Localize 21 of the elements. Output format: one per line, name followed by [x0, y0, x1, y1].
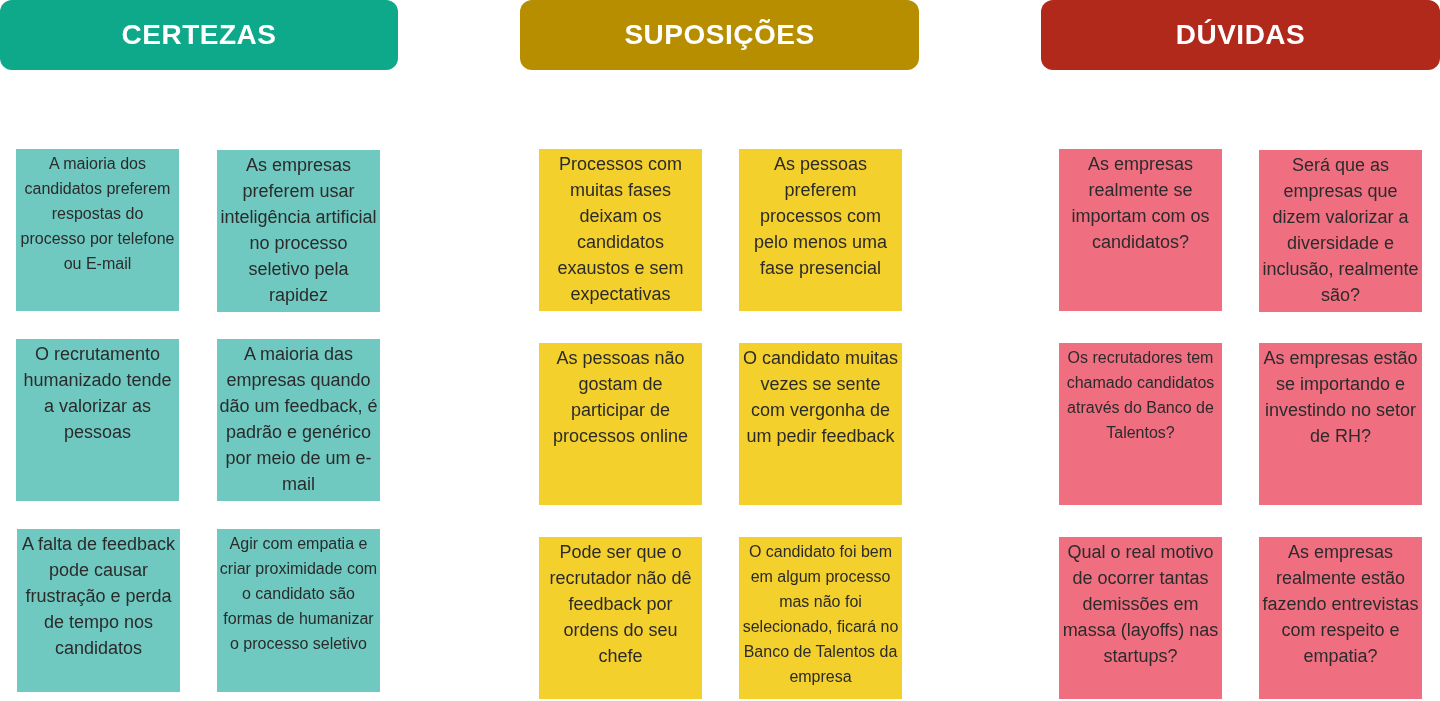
- sticky-note: A maioria dos candidatos preferem respostas do processo por telefone ou E-mail: [16, 149, 179, 311]
- sticky-note: As empresas realmente se importam com os candidatos?: [1059, 149, 1222, 311]
- sticky-note: As pessoas preferem processos com pelo menos uma fase presencial: [739, 149, 902, 311]
- sticky-note: As pessoas não gostam de participar de processos online: [539, 343, 702, 505]
- sticky-note: O candidato foi bem em algum processo mas não foi selecionado, ficará no Banco de Talentos da empresa: [739, 537, 902, 699]
- sticky-note: As empresas realmente estão fazendo entrevistas com respeito e empatia?: [1259, 537, 1422, 699]
- category-header: SUPOSIÇÕES: [520, 0, 919, 70]
- sticky-note: Os recrutadores tem chamado candidatos através do Banco de Talentos?: [1059, 343, 1222, 505]
- sticky-note: Qual o real motivo de ocorrer tantas demissões em massa (layoffs) nas startups?: [1059, 537, 1222, 699]
- category-header: DÚVIDAS: [1041, 0, 1440, 70]
- sticky-note: As empresas estão se importando e investindo no setor de RH?: [1259, 343, 1422, 505]
- sticky-note: O recrutamento humanizado tende a valorizar as pessoas: [16, 339, 179, 501]
- sticky-note: Será que as empresas que dizem valorizar a diversidade e inclusão, realmente são?: [1259, 150, 1422, 312]
- sticky-note: Processos com muitas fases deixam os candidatos exaustos e sem expectativas: [539, 149, 702, 311]
- sticky-note: O candidato muitas vezes se sente com vergonha de um pedir feedback: [739, 343, 902, 505]
- sticky-note: A maioria das empresas quando dão um feedback, é padrão e genérico por meio de um e-mail: [217, 339, 380, 501]
- sticky-note: As empresas preferem usar inteligência artificial no processo seletivo pela rapidez: [217, 150, 380, 312]
- sticky-note: A falta de feedback pode causar frustração e perda de tempo nos candidatos: [17, 529, 180, 692]
- category-header: CERTEZAS: [0, 0, 398, 70]
- sticky-note: Pode ser que o recrutador não dê feedback por ordens do seu chefe: [539, 537, 702, 699]
- sticky-note: Agir com empatia e criar proximidade com o candidato são formas de humanizar o processo seletivo: [217, 529, 380, 692]
